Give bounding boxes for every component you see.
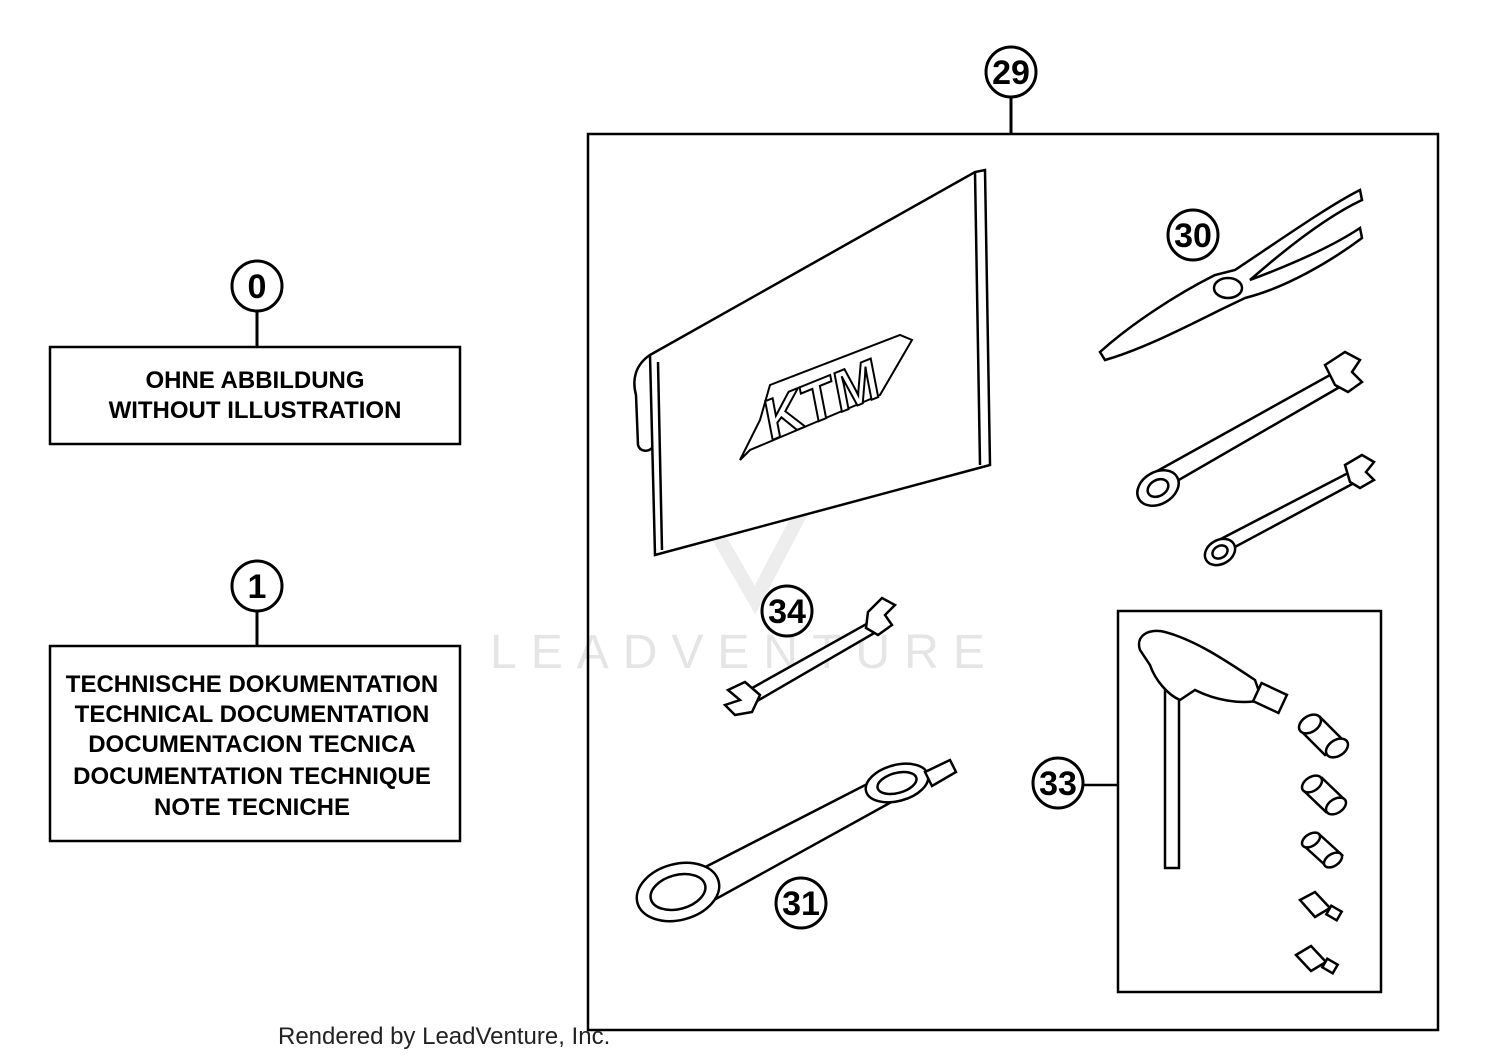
combination-wrench-small[interactable] [1200, 453, 1377, 570]
callout-31-label: 31 [782, 885, 820, 923]
callout-30[interactable]: 30 [1166, 208, 1220, 262]
hex-bit-2[interactable] [1294, 944, 1340, 976]
callout-0[interactable]: 0 [230, 259, 284, 313]
callout-31[interactable]: 31 [774, 876, 828, 930]
box1-line2: TECHNICAL DOCUMENTATION [75, 701, 430, 728]
bit-set-frame [1116, 609, 1383, 994]
box-technical-documentation: TECHNISCHE DOKUMENTATION TECHNICAL DOCUM… [48, 644, 462, 843]
socket-bit-1[interactable] [1296, 711, 1352, 761]
box0-line2: WITHOUT ILLUSTRATION [109, 397, 402, 424]
callout-33[interactable]: 33 [1031, 756, 1085, 810]
watermark-text: LEADVENTURE [490, 626, 999, 679]
box1-line1: TECHNISCHE DOKUMENTATION [66, 671, 438, 698]
box1-line5: NOTE TECNICHE [154, 794, 350, 821]
footer-credit: Rendered by LeadVenture, Inc. [278, 1023, 611, 1050]
box1-line4: DOCUMENTATION TECHNIQUE [73, 763, 431, 790]
callout-33-label: 33 [1039, 765, 1077, 803]
hex-bit-1[interactable] [1298, 890, 1344, 923]
open-end-wrench[interactable] [722, 596, 898, 717]
callout-0-label: 0 [248, 268, 267, 306]
pliers[interactable] [1098, 188, 1364, 362]
callout-34[interactable]: 34 [760, 584, 814, 638]
t-handle-driver[interactable] [1137, 629, 1289, 870]
ring-spanner[interactable] [630, 757, 958, 930]
box1-line3: DOCUMENTACION TECNICA [88, 731, 416, 758]
callout-1[interactable]: 1 [230, 559, 284, 613]
callout-1-label: 1 [248, 568, 267, 606]
combination-wrench-large[interactable] [1131, 350, 1364, 513]
box-without-illustration: OHNE ABBILDUNG WITHOUT ILLUSTRATION [48, 345, 462, 446]
socket-bit-2[interactable] [1299, 772, 1349, 818]
box0-line1: OHNE ABBILDUNG [145, 367, 364, 394]
socket-bit-3[interactable] [1299, 830, 1345, 871]
callout-34-label: 34 [768, 593, 806, 631]
callout-29[interactable]: 29 [984, 45, 1038, 99]
tool-pouch[interactable]: KTM [633, 168, 992, 557]
tool-kit-frame [586, 132, 1440, 1032]
callout-30-label: 30 [1174, 217, 1212, 255]
callout-29-label: 29 [992, 54, 1030, 92]
ktm-logo-icon: KTM [739, 333, 914, 461]
